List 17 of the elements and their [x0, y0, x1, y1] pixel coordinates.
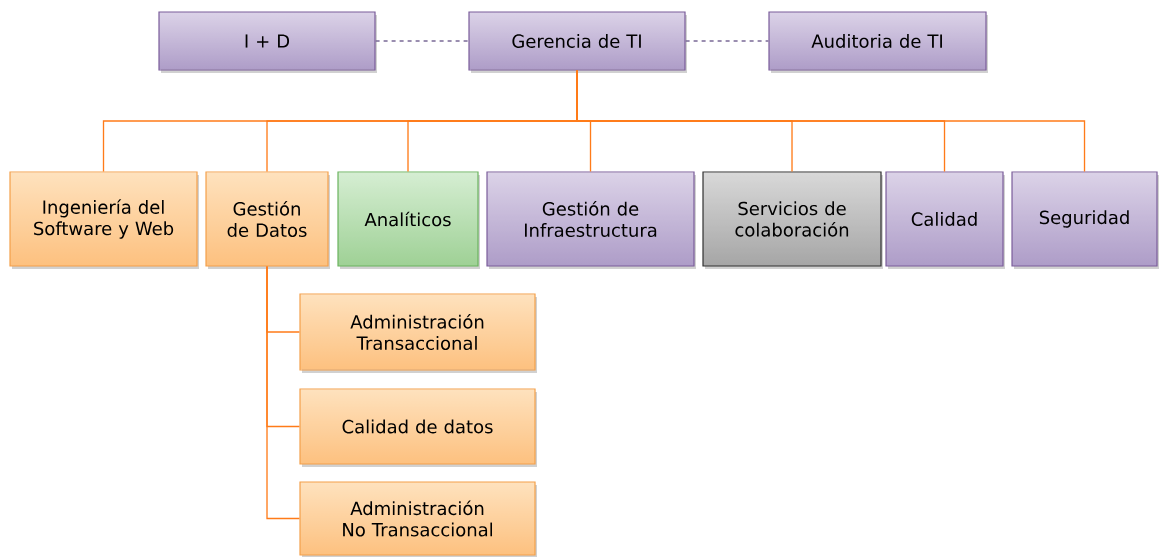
org-box: Gestión de Infraestructura: [486, 171, 695, 267]
org-box: Auditoria de TI: [768, 11, 987, 71]
org-box: Administración Transaccional: [299, 293, 536, 371]
org-box: I + D: [158, 11, 376, 71]
connector-line: [576, 69, 1086, 173]
org-box: Gestión de Datos: [205, 171, 329, 267]
org-box: Calidad: [885, 171, 1004, 267]
org-box: Servicios de colaboración: [702, 171, 882, 267]
org-box: Gerencia de TI: [468, 11, 686, 71]
connector-line: [684, 40, 770, 42]
org-box: Seguridad: [1011, 171, 1158, 267]
org-box: Ingeniería del Software y Web: [9, 171, 198, 267]
connector-line: [374, 40, 470, 42]
connector-line: [266, 265, 301, 520]
org-box: Analíticos: [337, 171, 479, 267]
org-box: Calidad de datos: [299, 388, 536, 465]
org-box: Administración No Transaccional: [299, 481, 536, 556]
